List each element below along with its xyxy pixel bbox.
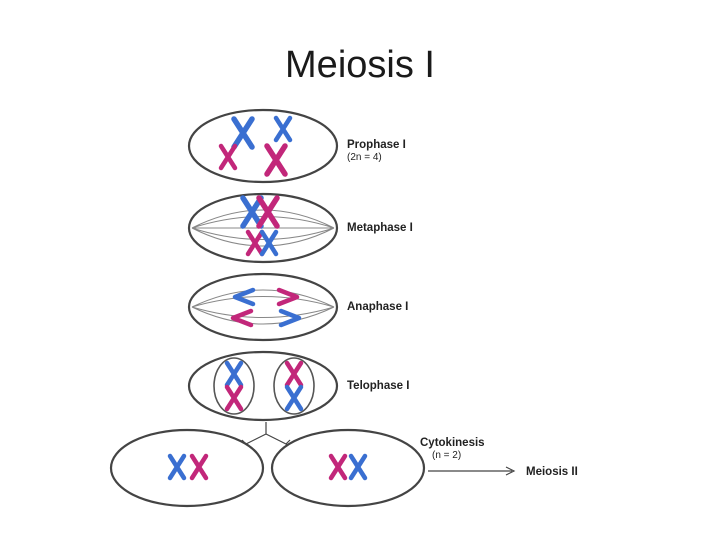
cytokinesis-ploidy: (n = 2): [432, 450, 461, 461]
prophase-ploidy: (2n = 4): [347, 152, 382, 163]
metaphase-label: Metaphase I: [347, 222, 413, 234]
meiosis-ii-label: Meiosis II: [526, 466, 578, 478]
prophase-cell: [187, 108, 339, 184]
prophase-label: Prophase I: [347, 139, 406, 151]
daughter-cell-left: [109, 428, 265, 508]
cytokinesis-label: Cytokinesis: [420, 437, 485, 449]
telophase-label: Telophase I: [347, 380, 409, 392]
daughter-cell-right: [270, 428, 426, 508]
slide-title: Meiosis I: [285, 44, 435, 86]
anaphase-cell: [187, 272, 339, 342]
anaphase-label: Anaphase I: [347, 301, 408, 313]
metaphase-cell: [187, 192, 339, 264]
telophase-cell: [187, 350, 339, 422]
arrow-to-meiosis-ii: [428, 466, 516, 476]
division-arrows: [240, 422, 292, 447]
